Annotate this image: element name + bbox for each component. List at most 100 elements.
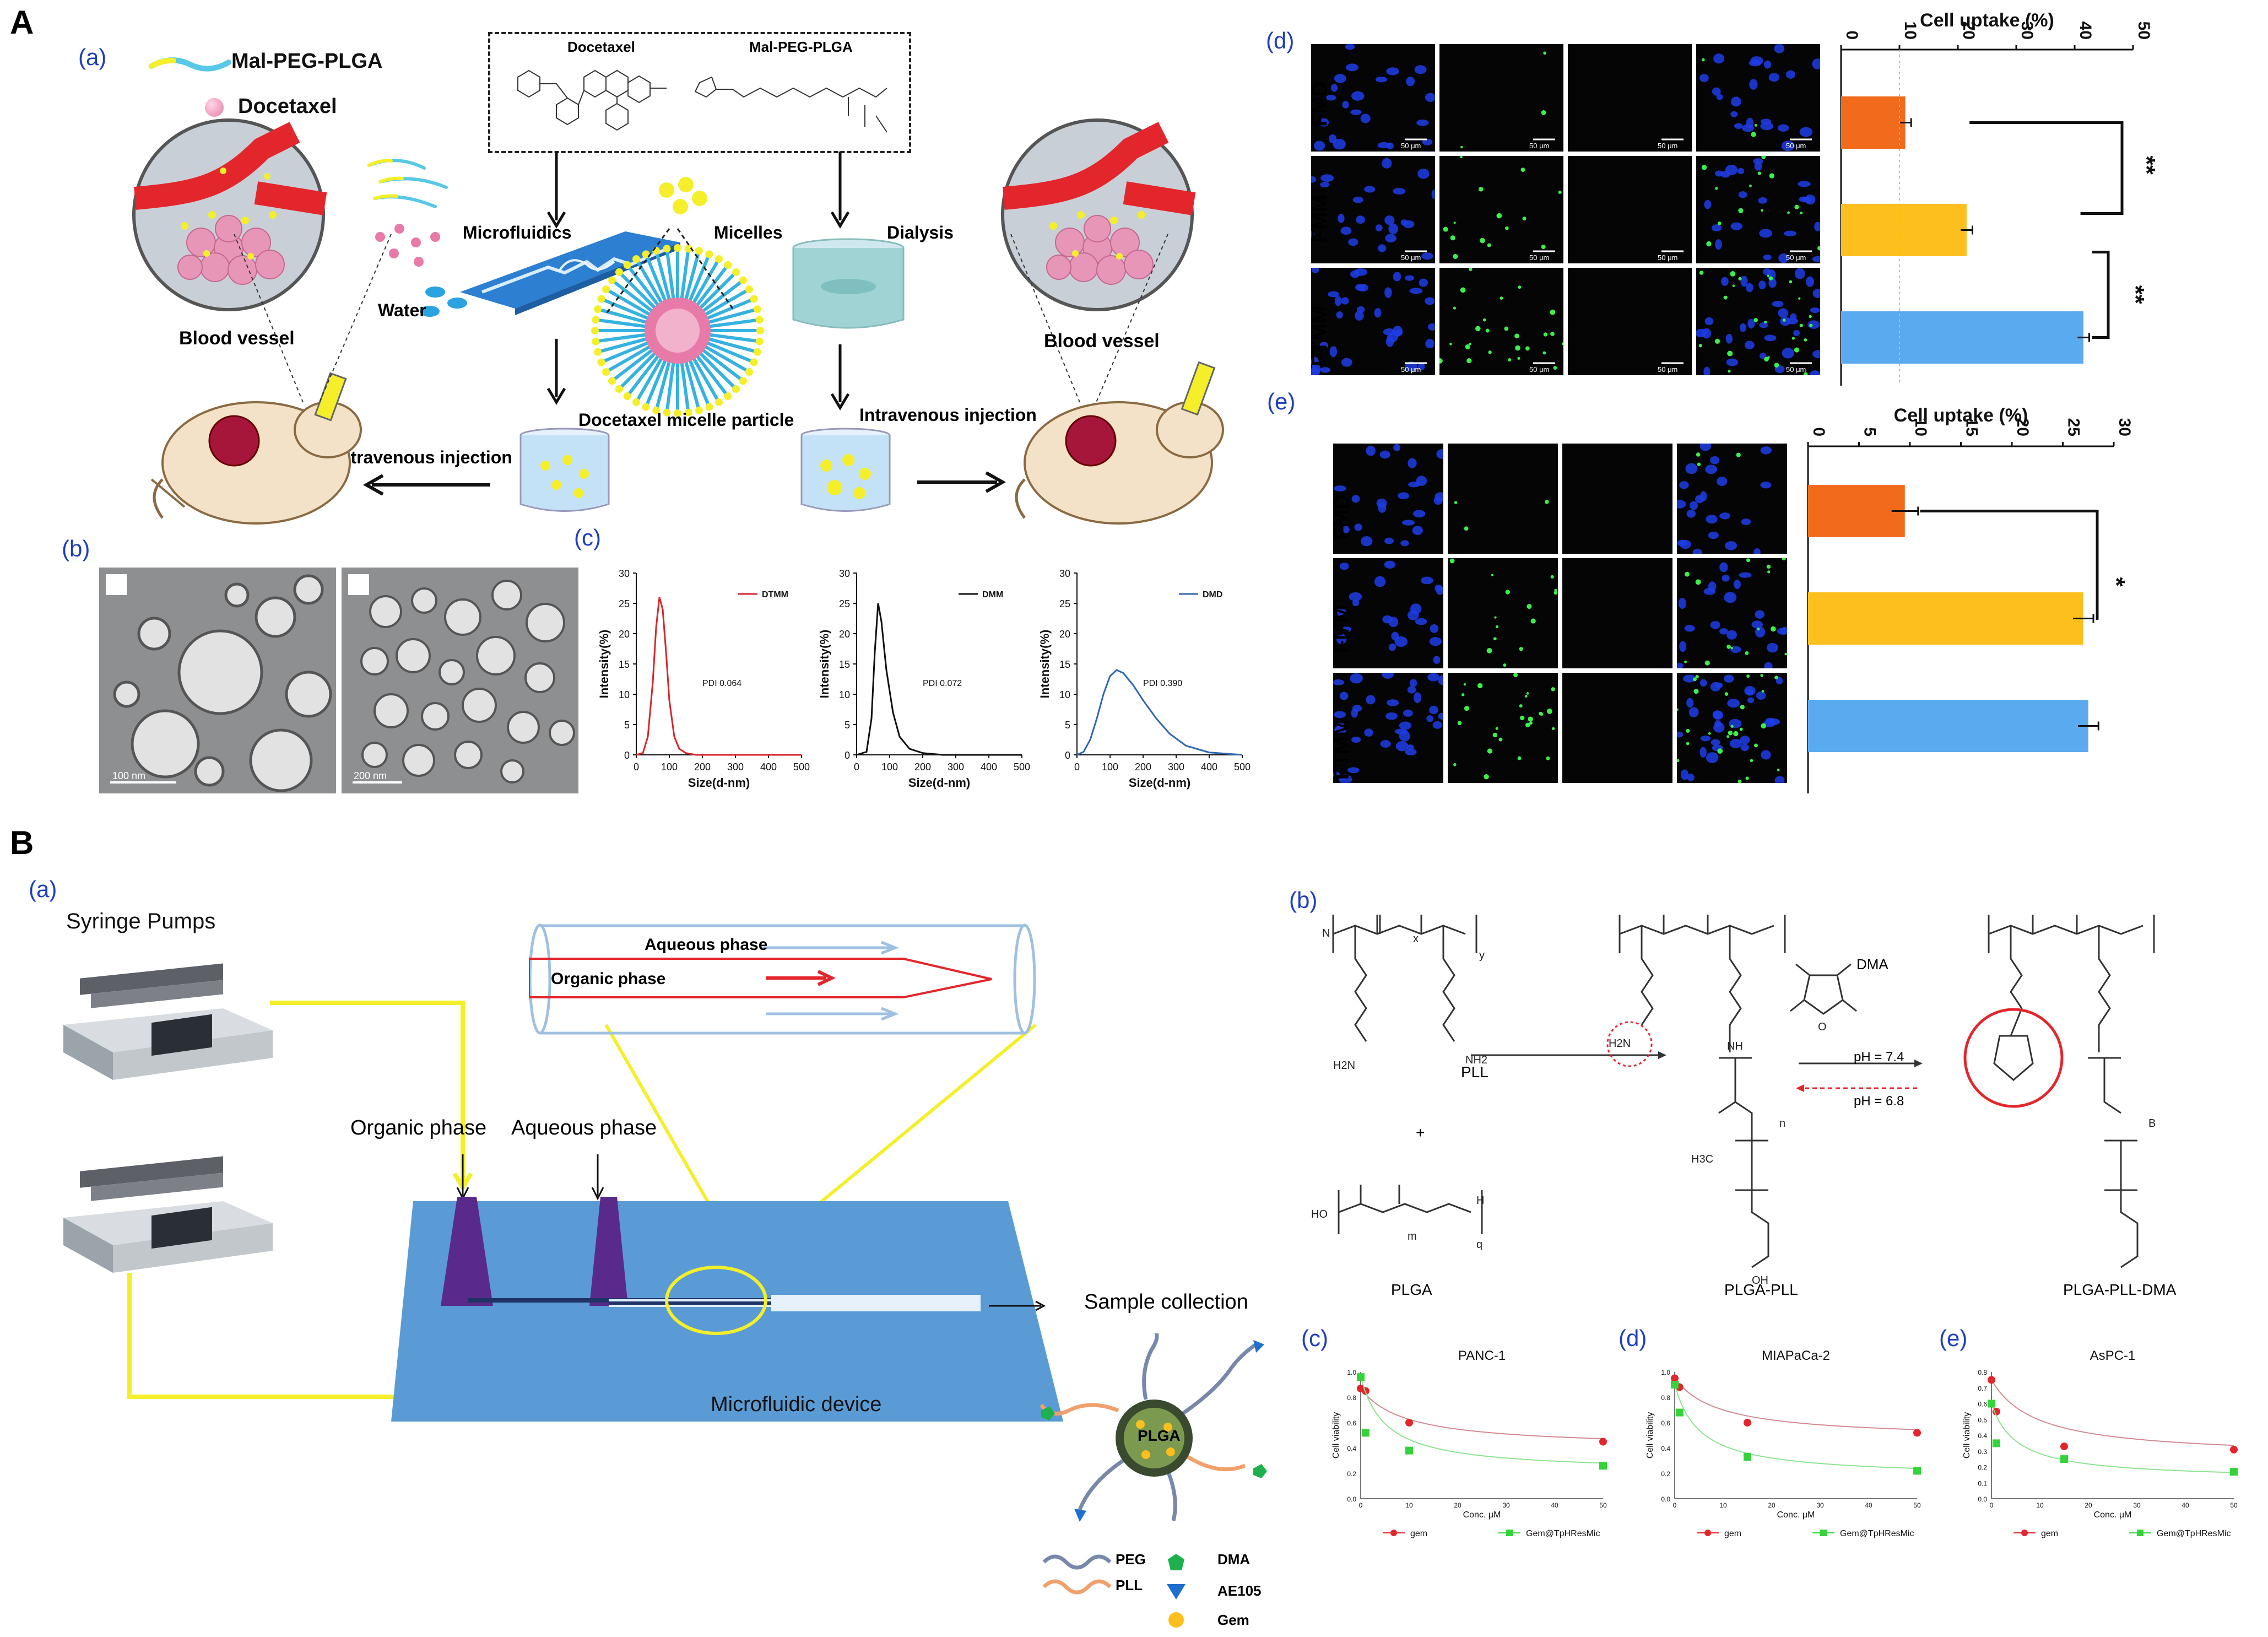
mouse-left-icon bbox=[150, 372, 362, 525]
panel-Ba-label: (a) bbox=[29, 876, 57, 902]
point-gem bbox=[2230, 1445, 2238, 1454]
x-tick-label: 10 bbox=[1719, 1501, 1727, 1509]
sig-bracket-2 bbox=[2092, 251, 2110, 339]
syringe-pump-2-icon bbox=[63, 1156, 273, 1273]
x-tick-label: 20 bbox=[1454, 1501, 1462, 1509]
y-tick-label: 0.2 bbox=[1978, 1464, 1987, 1472]
microscopy-tile: 50 μm bbox=[1568, 156, 1692, 263]
point-gem bbox=[1988, 1376, 1995, 1384]
sig-bracket-1 bbox=[1969, 121, 2124, 215]
y-tick-label: 0 bbox=[1065, 750, 1070, 761]
x-tick-label: 400 bbox=[1201, 761, 1217, 772]
x-tick-label: 100 bbox=[661, 761, 678, 772]
row-label-5: FTMM bbox=[1330, 719, 1354, 780]
x-tick-label: 20 bbox=[1768, 1501, 1776, 1509]
bb-h3c: H3C bbox=[1691, 1153, 1713, 1165]
microscopy-tile bbox=[1562, 444, 1672, 554]
point-gem bbox=[1671, 1374, 1679, 1382]
y-tick-label: 30 bbox=[619, 568, 630, 579]
x-tick-label: 40 bbox=[2076, 21, 2094, 40]
dotted-left-icon bbox=[234, 234, 392, 403]
microscopy-scale-text: 50 μm bbox=[1786, 253, 1806, 262]
x-tick-label: 500 bbox=[793, 761, 810, 772]
series-line-DMM bbox=[856, 603, 1022, 756]
microscopy-tile: 50 μm bbox=[1310, 266, 1437, 377]
bb-m: m bbox=[1408, 1230, 1417, 1242]
organic-top-label: Organic phase bbox=[551, 970, 666, 988]
x-axis-label: Size(d-nm) bbox=[1129, 776, 1190, 790]
plga-label: PLGA bbox=[1391, 1281, 1432, 1298]
microscopy-scale-text: 50 μm bbox=[1529, 253, 1549, 262]
box-polymer-label: Mal-PEG-PLGA bbox=[749, 39, 853, 55]
y-tick-label: 10 bbox=[619, 689, 630, 700]
sig-star-1: ** bbox=[2133, 156, 2160, 175]
microfluidic-device-icon bbox=[391, 1197, 1063, 1422]
point-Gem@TpHResMic bbox=[1671, 1381, 1679, 1389]
y-tick-label: 20 bbox=[619, 629, 630, 640]
y-tick-label: 15 bbox=[1059, 659, 1070, 670]
legend-drug-label: Docetaxel bbox=[238, 95, 337, 118]
arrow-right-icon bbox=[917, 471, 1006, 493]
y-tick-label: 5 bbox=[845, 720, 850, 731]
micelle-output-icon bbox=[659, 177, 707, 214]
plga-pll-dma-label: PLGA-PLL-DMA bbox=[2063, 1281, 2177, 1298]
leg-pll-label: PLL bbox=[1116, 1577, 1143, 1593]
fit-curve-gem bbox=[1991, 1379, 2234, 1446]
legend-marker bbox=[2021, 1530, 2028, 1536]
x-tick-label: 300 bbox=[948, 761, 964, 772]
mouse-right-icon bbox=[1015, 361, 1224, 525]
scale-right-text: 200 nm bbox=[354, 770, 387, 781]
blood-vessel-right-icon bbox=[1001, 118, 1196, 311]
uptake-bar-FMD bbox=[1841, 96, 1906, 149]
x-axis-label: Size(d-nm) bbox=[688, 776, 750, 790]
microscopy-tile bbox=[1448, 558, 1558, 668]
plus-label: + bbox=[1416, 1124, 1425, 1141]
x-tick-label: 50 bbox=[1599, 1501, 1607, 1509]
y-tick-label: 5 bbox=[1065, 720, 1070, 731]
y-tick-label: 0.6 bbox=[1347, 1419, 1356, 1427]
x-tick-label: 0 bbox=[634, 761, 639, 772]
dma-label: DMA bbox=[1856, 956, 1888, 973]
y-tick-label: 25 bbox=[619, 598, 630, 609]
x-tick-label: 100 bbox=[881, 761, 898, 772]
uptake-bar-FTMM bbox=[1808, 700, 2088, 752]
microscopy-tile bbox=[1448, 672, 1558, 783]
collection-arrow-icon bbox=[989, 1300, 1046, 1311]
microscopy-tile bbox=[1673, 556, 1790, 671]
microscopy-tile: 50 μm bbox=[1696, 44, 1823, 152]
fit-curve-Gem@TpHResMic bbox=[1991, 1403, 2234, 1473]
beaker-right-icon bbox=[800, 428, 891, 512]
y-axis-label: Cell viability bbox=[1331, 1412, 1341, 1458]
y-tick-label: 0.7 bbox=[1978, 1385, 1987, 1392]
y-tick-label: 15 bbox=[619, 659, 630, 670]
x-axis-label: Cell uptake (%) bbox=[1920, 11, 2054, 31]
microscopy-tile bbox=[1673, 440, 1787, 557]
bb-q: q bbox=[1476, 1239, 1482, 1251]
x-tick-label: 30 bbox=[1502, 1501, 1510, 1509]
pll-label: PLL bbox=[1461, 1063, 1488, 1080]
pdi-annotation: PDI 0.064 bbox=[702, 679, 741, 688]
microscopy-tile bbox=[1332, 668, 1446, 785]
microscopy-scale-text: 50 μm bbox=[1529, 142, 1549, 150]
y-tick-label: 0.6 bbox=[1978, 1401, 1987, 1408]
panel-Be-label: (e) bbox=[1939, 1325, 1968, 1351]
aqueous-top-label: Aqueous phase bbox=[645, 936, 768, 954]
x-tick-label: 10 bbox=[1912, 418, 1930, 436]
microscopy-tile: 50 μm bbox=[1306, 156, 1439, 263]
point-Gem@TpHResMic bbox=[1405, 1446, 1413, 1455]
x-tick-label: 200 bbox=[914, 761, 931, 772]
point-Gem@TpHResMic bbox=[1361, 1429, 1370, 1437]
bb-h2n2: H2N bbox=[1609, 1038, 1631, 1050]
bb-h: H bbox=[1476, 1195, 1484, 1207]
x-tick-label: 30 bbox=[2115, 418, 2134, 436]
uptake-bar-FMM bbox=[1808, 592, 2083, 645]
microscopy-tile bbox=[1562, 673, 1672, 783]
legend-text: Gem@TpHResMic bbox=[2157, 1529, 2231, 1538]
bb-n2: n bbox=[1779, 1117, 1785, 1130]
y-tick-label: 0.6 bbox=[1661, 1419, 1670, 1427]
microscopy-tile bbox=[1675, 673, 1787, 785]
y-axis-label: Intensity(%) bbox=[597, 630, 611, 699]
y-tick-label: 0 bbox=[845, 750, 850, 761]
y-tick-label: 30 bbox=[1059, 568, 1070, 579]
